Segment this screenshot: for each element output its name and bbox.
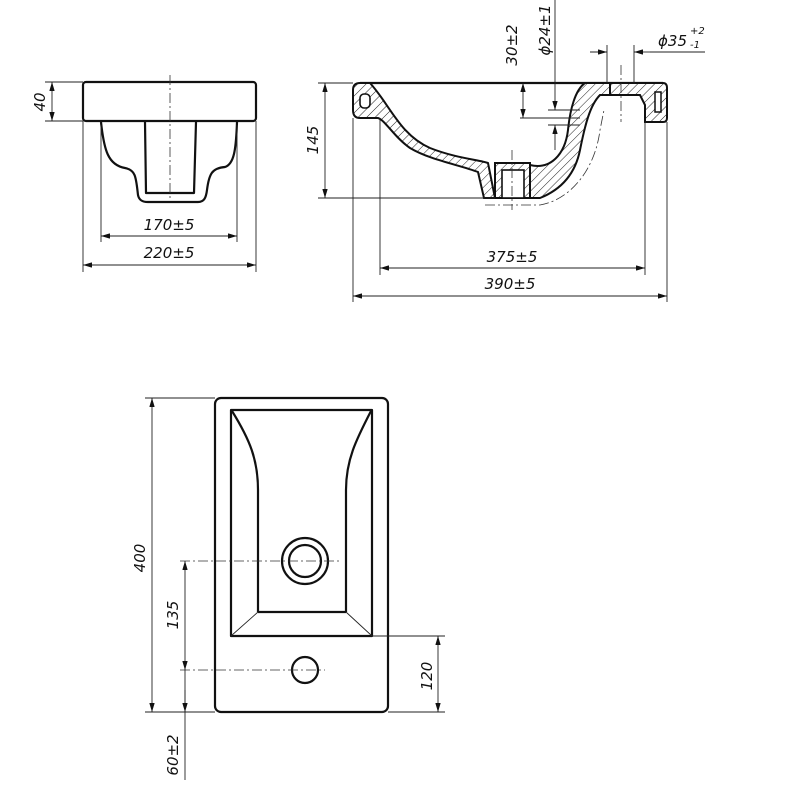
plan-outline: [213, 396, 390, 714]
dim-tap-offset: 60±2: [164, 734, 182, 775]
plan-bowl-inner: [231, 410, 372, 614]
dim-tap-hole-tol-lower: -1: [690, 40, 700, 51]
dim-tap-hole-diameter: ϕ35: [658, 32, 687, 50]
plan-bowl-outer: [229, 408, 374, 638]
dim-outer-width: 220±5: [144, 244, 195, 262]
plan-view: 400 135 60±2 120: [131, 396, 445, 780]
dim-height-40: 40: [31, 92, 49, 111]
dim-inner-length: 375±5: [487, 248, 538, 266]
dim-rim-to-overflow: 30±2: [503, 24, 521, 65]
dim-tap-hole-tol-upper: +2: [690, 26, 705, 37]
dim-inner-width: 170±5: [144, 216, 195, 234]
dim-overflow-diameter: ϕ24±1: [536, 4, 554, 55]
side-bowl: [99, 121, 239, 204]
section-view: 145 30±2 ϕ24±1 ϕ35 +2 -1 375±5 390±5: [304, 0, 705, 302]
section-left-wall: [352, 82, 497, 199]
section-right-rim: [609, 82, 668, 123]
dim-section-height: 145: [304, 126, 322, 155]
dim-drain-to-tap: 135: [164, 601, 182, 630]
side-rim: [81, 80, 258, 123]
side-view: 40 170±5 220±5: [31, 75, 258, 272]
side-outlet: [143, 121, 198, 195]
dim-bowl-edge: 120: [418, 662, 436, 691]
dim-outer-length: 390±5: [485, 275, 536, 293]
dim-plan-length: 400: [131, 544, 149, 573]
